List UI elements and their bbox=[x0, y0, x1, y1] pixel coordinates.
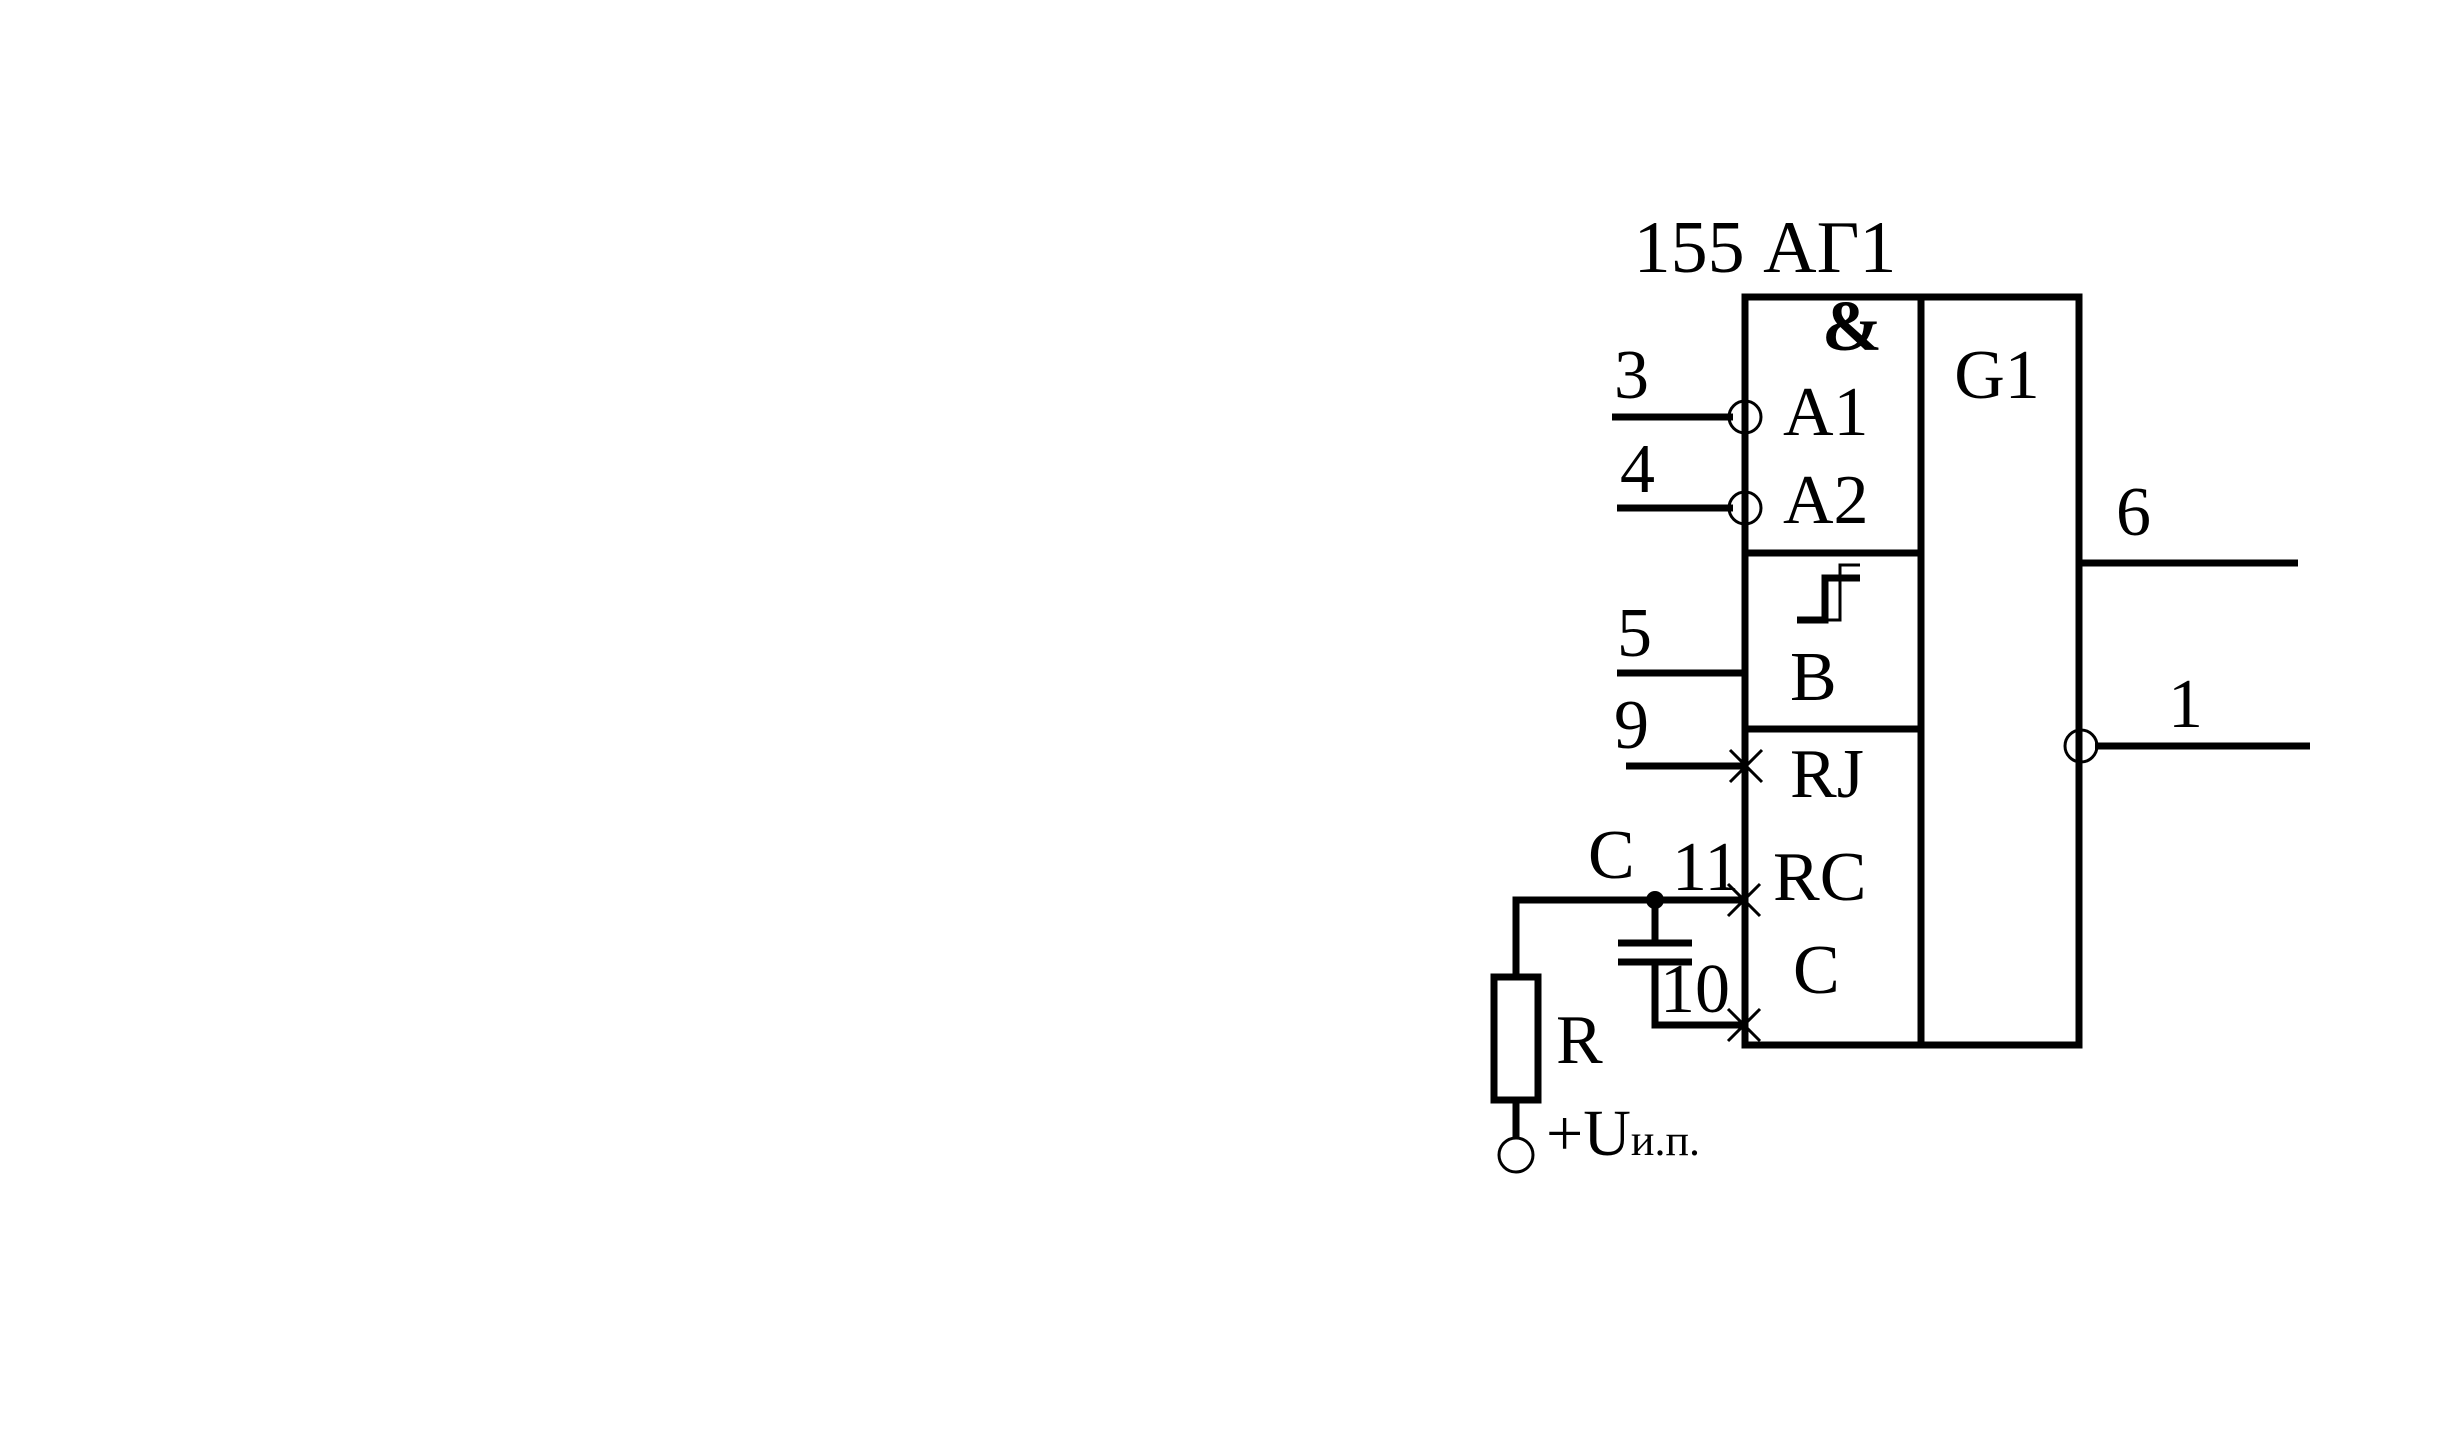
inversion-circle-icon bbox=[2063, 728, 2099, 764]
rc-label: RC bbox=[1773, 839, 1866, 916]
pin-b-number: 5 bbox=[1617, 595, 1652, 672]
pin-q-inverted-number: 1 bbox=[2168, 666, 2203, 743]
and-symbol: & bbox=[1822, 286, 1882, 366]
pin-q-inverted: 1 bbox=[2063, 666, 2310, 764]
pin-b: 5 bbox=[1617, 595, 1745, 677]
resistor-label: R bbox=[1556, 1002, 1603, 1079]
g1-label: G1 bbox=[1954, 337, 2040, 414]
pin-a2-number: 4 bbox=[1620, 431, 1655, 508]
pin-c-number: 10 bbox=[1660, 951, 1730, 1028]
capacitor-label: C bbox=[1588, 817, 1635, 894]
pin-a1: 3 bbox=[1612, 337, 1763, 435]
cross-mark-icon bbox=[1728, 748, 1764, 784]
a1-label: A1 bbox=[1783, 374, 1869, 451]
cross-mark-icon bbox=[1726, 1007, 1762, 1043]
supply-terminal-icon bbox=[1497, 1136, 1535, 1174]
pin-q-number: 6 bbox=[2116, 474, 2151, 551]
pin-rj: 9 bbox=[1614, 687, 1764, 784]
b-label: B bbox=[1790, 639, 1837, 716]
resistor bbox=[1490, 973, 1542, 1104]
pin-rj-number: 9 bbox=[1614, 687, 1649, 764]
supply-label: +Uи.п. bbox=[1546, 1097, 1700, 1170]
chip-title: 155 АГ1 bbox=[1634, 207, 1897, 289]
inversion-circle-icon bbox=[1727, 490, 1763, 526]
pin-q: 6 bbox=[2079, 474, 2298, 567]
c-input-label: C bbox=[1793, 932, 1840, 1009]
cross-mark-icon bbox=[1726, 882, 1762, 918]
a2-label: A2 bbox=[1783, 462, 1869, 539]
schmitt-trigger-icon bbox=[1797, 563, 1860, 624]
capacitor bbox=[1618, 900, 1745, 1029]
inversion-circle-icon bbox=[1727, 399, 1763, 435]
supply-label-main: +U bbox=[1546, 1097, 1631, 1170]
supply-label-sub: и.п. bbox=[1631, 1116, 1700, 1165]
rc-network: C 11 10 R +Uи.п. bbox=[1490, 817, 1762, 1174]
pin-a1-number: 3 bbox=[1614, 337, 1649, 414]
pin-rc-number: 11 bbox=[1672, 829, 1739, 906]
pin-a2: 4 bbox=[1617, 431, 1763, 526]
rj-label: RJ bbox=[1790, 736, 1864, 813]
